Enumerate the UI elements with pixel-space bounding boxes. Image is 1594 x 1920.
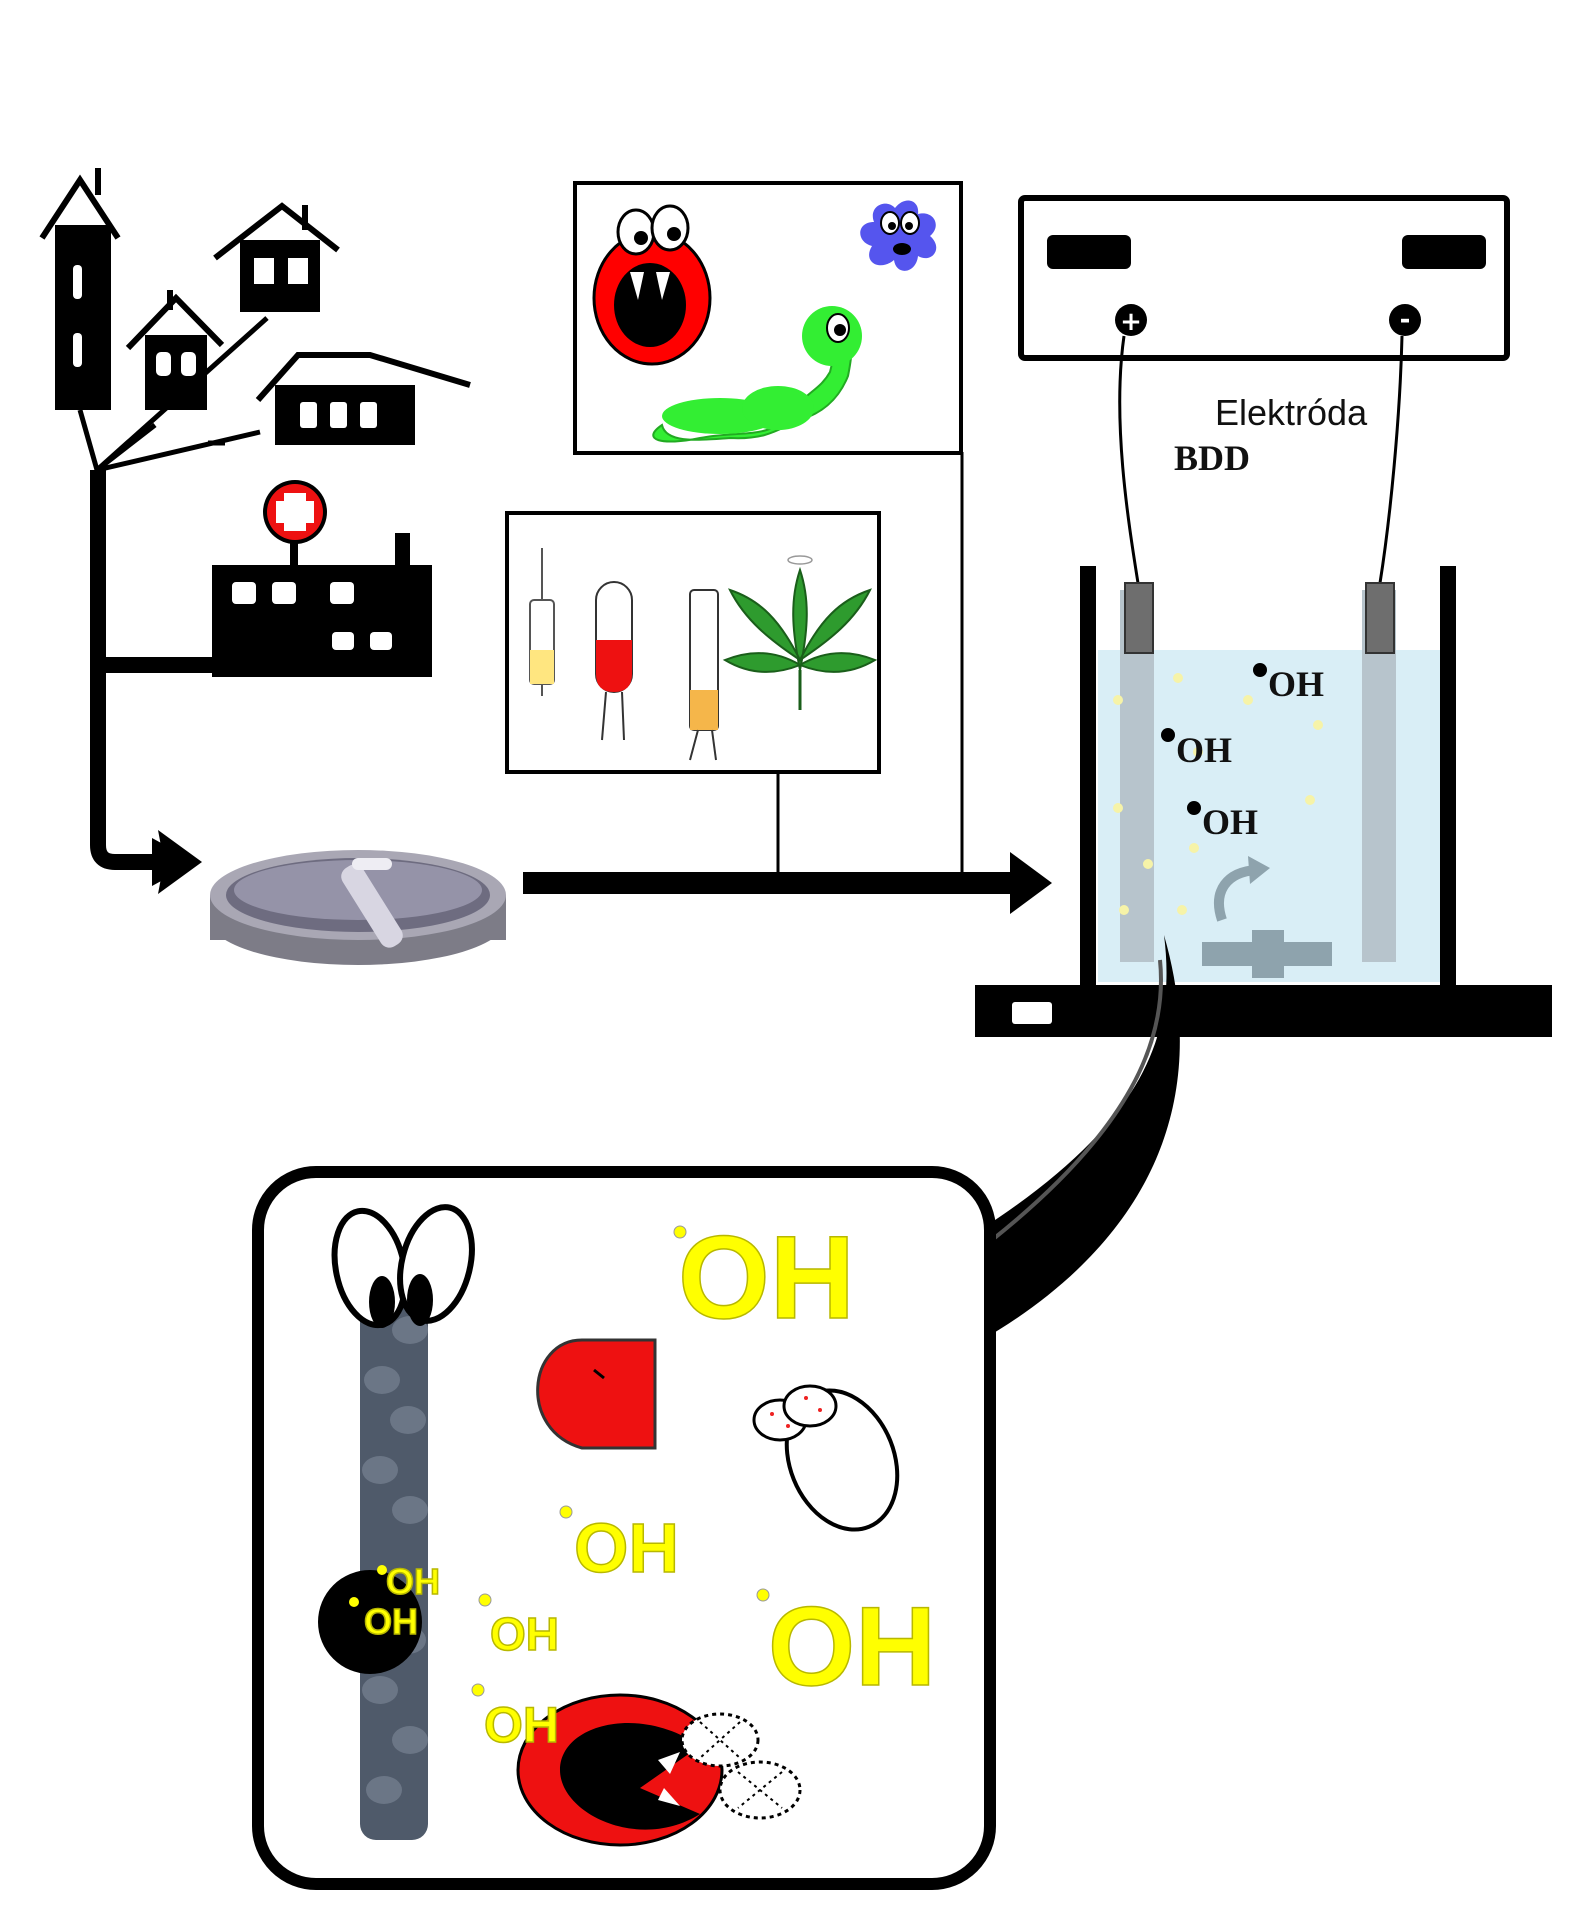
electrochemical-cell-icon: OH OH OH [975,566,1552,1037]
minus-terminal-label: - [1400,305,1411,335]
radical-label: OH [678,1212,855,1344]
electrode-type-label: BDD [1174,438,1250,478]
radical-label: OH [1176,730,1232,770]
flow-arrow [523,872,1013,894]
power-supply-icon: + - [1018,195,1510,584]
drugs-icon [505,511,881,774]
hydroxyl-radicals: OH OH OH OH OH OH OH [349,1211,937,1754]
radical-label: OH [1202,802,1258,842]
radical-label: OH [768,1584,936,1709]
electrode-label: Elektróda [1215,392,1368,433]
settling-tank-icon [210,850,506,965]
pill-fragment-icon [536,1338,657,1450]
radical-label: OH [364,1601,418,1642]
frightened-pill-icon [752,1384,900,1532]
radical-label: OH [574,1509,679,1587]
flow-arrow-head [1010,852,1052,914]
microbes-icon [573,181,963,455]
radical-label: OH [484,1697,559,1753]
radical-label: OH [386,1561,440,1602]
radical-label: OH [1268,664,1324,704]
hospital-icon [212,480,432,677]
bdd-electrode-icon [318,1204,475,1840]
city-icon [39,168,471,894]
monster-eating-icon [516,1693,802,1847]
plus-terminal-label: + [1120,307,1142,337]
zoom-callout [252,935,1180,1890]
radical-label: OH [490,1608,559,1660]
